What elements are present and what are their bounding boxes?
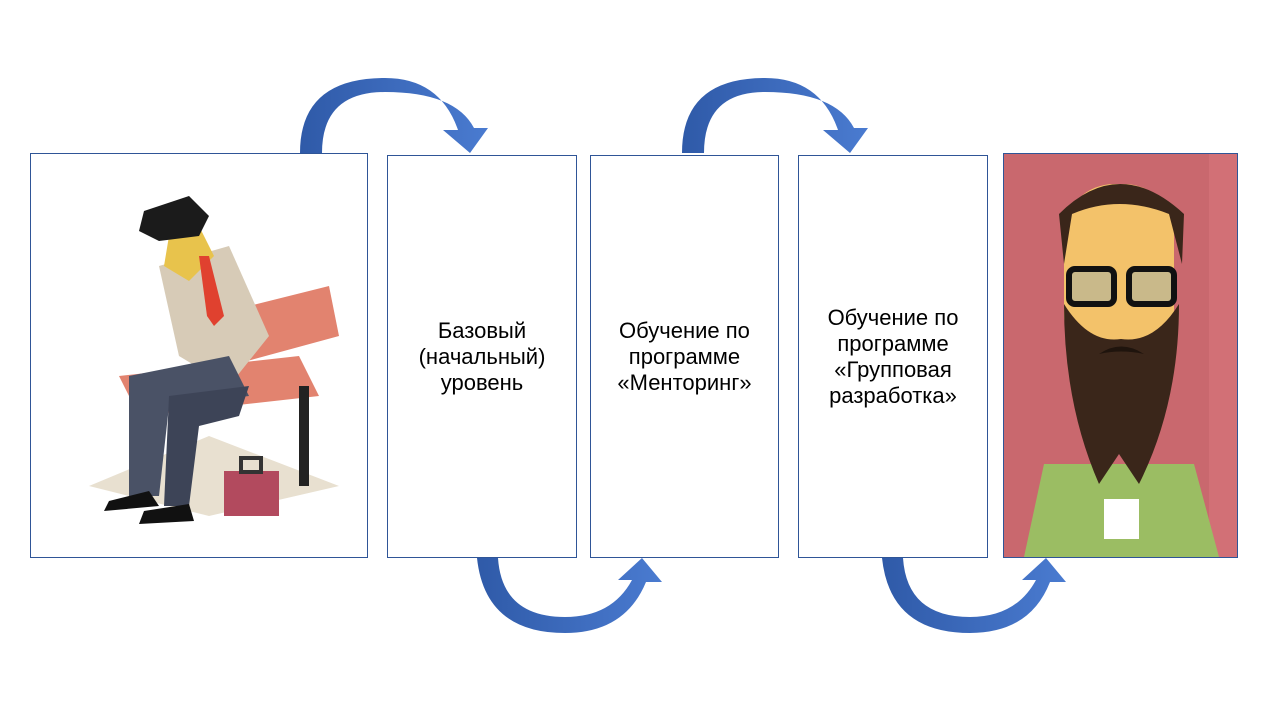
frustrated-man-illustration [89,195,339,524]
arrow-bottom-2 [882,558,1066,633]
novice-illustration-box [30,153,368,558]
arrow-top-2 [682,78,868,153]
step-label: Обучение по программе «Групповая разрабо… [827,304,959,408]
step-label: Базовый (начальный) уровень [418,317,546,395]
expert-illustration-box [1003,153,1238,558]
step-basic-level: Базовый (начальный) уровень [387,155,577,558]
arrow-top-1 [300,78,488,153]
arrow-bottom-1 [477,558,662,633]
step-group-development: Обучение по программе «Групповая разрабо… [798,155,988,558]
step-label: Обучение по программе «Менторинг» [617,317,752,395]
bearded-developer-illustration [1024,154,1237,557]
step-mentoring: Обучение по программе «Менторинг» [590,155,779,558]
